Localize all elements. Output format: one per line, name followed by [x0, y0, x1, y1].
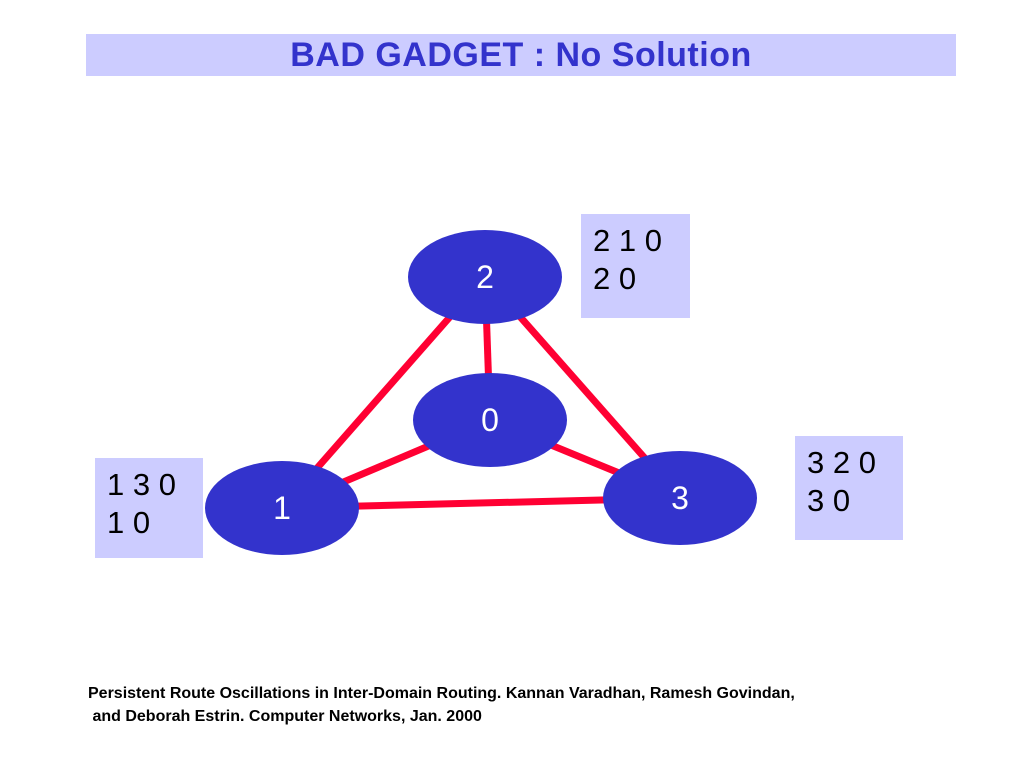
path-preference-1: 2 1 0	[593, 223, 662, 258]
node-ellipse	[413, 373, 567, 467]
node-ellipse	[603, 451, 757, 545]
node-label: 2	[476, 259, 494, 295]
path-preference-1: 3 2 0	[807, 445, 876, 480]
path-preference-2: 1 0	[107, 505, 151, 540]
node-3: 3	[603, 451, 757, 545]
node-label: 1	[273, 490, 291, 526]
citation-line-2: and Deborah Estrin. Computer Networks, J…	[88, 708, 482, 725]
nodes-layer: 0 1 2 3	[205, 230, 757, 555]
path-box-node-2: 2 1 0 2 0	[581, 214, 690, 318]
node-0: 0	[413, 373, 567, 467]
citation-line-1: Persistent Route Oscillations in Inter-D…	[88, 685, 795, 702]
node-label: 0	[481, 402, 499, 438]
title-bar: BAD GADGET : No Solution	[86, 34, 956, 76]
node-1: 1	[205, 461, 359, 555]
path-preference-2: 2 0	[593, 261, 637, 296]
node-ellipse	[408, 230, 562, 324]
node-label: 3	[671, 480, 689, 516]
node-2: 2	[408, 230, 562, 324]
path-box-node-3: 3 2 0 3 0	[795, 436, 903, 540]
slide-title: BAD GADGET : No Solution	[290, 35, 752, 74]
path-preference-2: 3 0	[807, 483, 851, 518]
path-box-node-1: 1 3 0 1 0	[95, 458, 203, 558]
citation-caption: Persistent Route Oscillations in Inter-D…	[88, 682, 988, 728]
node-ellipse	[205, 461, 359, 555]
path-preference-1: 1 3 0	[107, 467, 176, 502]
